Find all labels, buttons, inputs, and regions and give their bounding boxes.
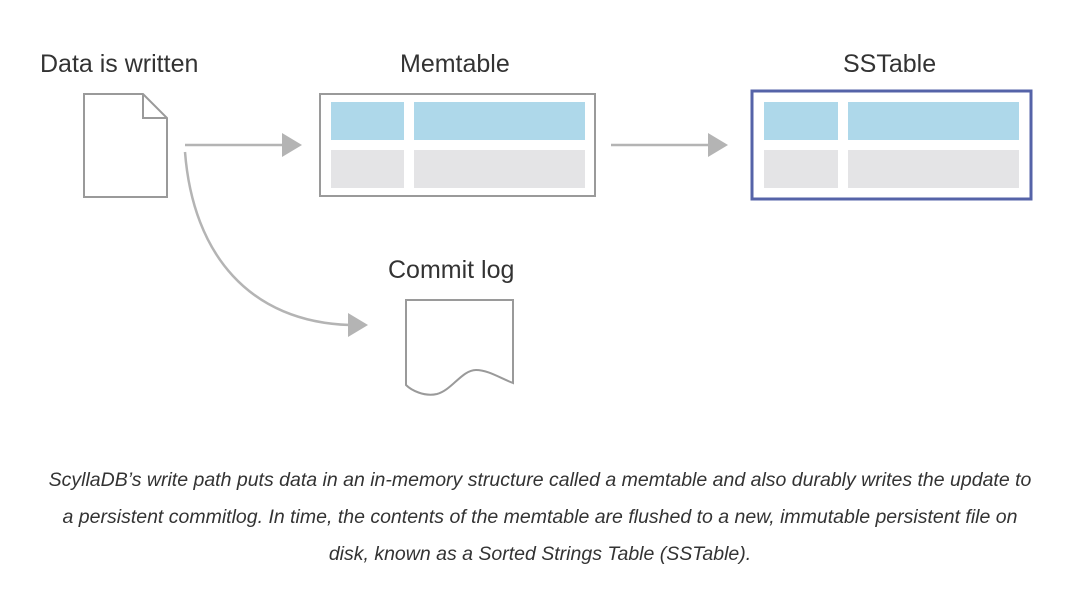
commit-log-label: Commit log: [388, 256, 515, 284]
arrow-to-memtable: [185, 133, 302, 157]
sstable-value-cell-2: [848, 150, 1019, 188]
memtable-value-cell-1: [414, 102, 585, 140]
caption-line-2: a persistent commitlog. In time, the con…: [62, 506, 1018, 528]
memtable-value-cell-2: [414, 150, 585, 188]
caption-line-1: ScyllaDB’s write path puts data in an in…: [48, 469, 1032, 491]
memtable-label: Memtable: [400, 50, 510, 78]
sstable-box: [750, 89, 1033, 201]
sstable-label: SSTable: [843, 50, 937, 78]
figure-caption: ScyllaDB’s write path puts data in an in…: [0, 462, 1080, 573]
commit-log-icon: [405, 299, 514, 396]
memtable-key-cell-2: [331, 150, 404, 188]
memtable-box: [319, 93, 596, 197]
sstable-key-cell-2: [764, 150, 838, 188]
arrow-to-sstable: [611, 133, 728, 157]
data-file-icon: [83, 93, 168, 198]
data-written-label: Data is written: [40, 50, 199, 78]
arrow-to-commit-log: [183, 151, 368, 337]
caption-line-3: disk, known as a Sorted Strings Table (S…: [328, 543, 752, 565]
write-path-diagram: [83, 89, 1033, 396]
sstable-key-cell-1: [764, 102, 838, 140]
sstable-value-cell-1: [848, 102, 1019, 140]
memtable-key-cell-1: [331, 102, 404, 140]
